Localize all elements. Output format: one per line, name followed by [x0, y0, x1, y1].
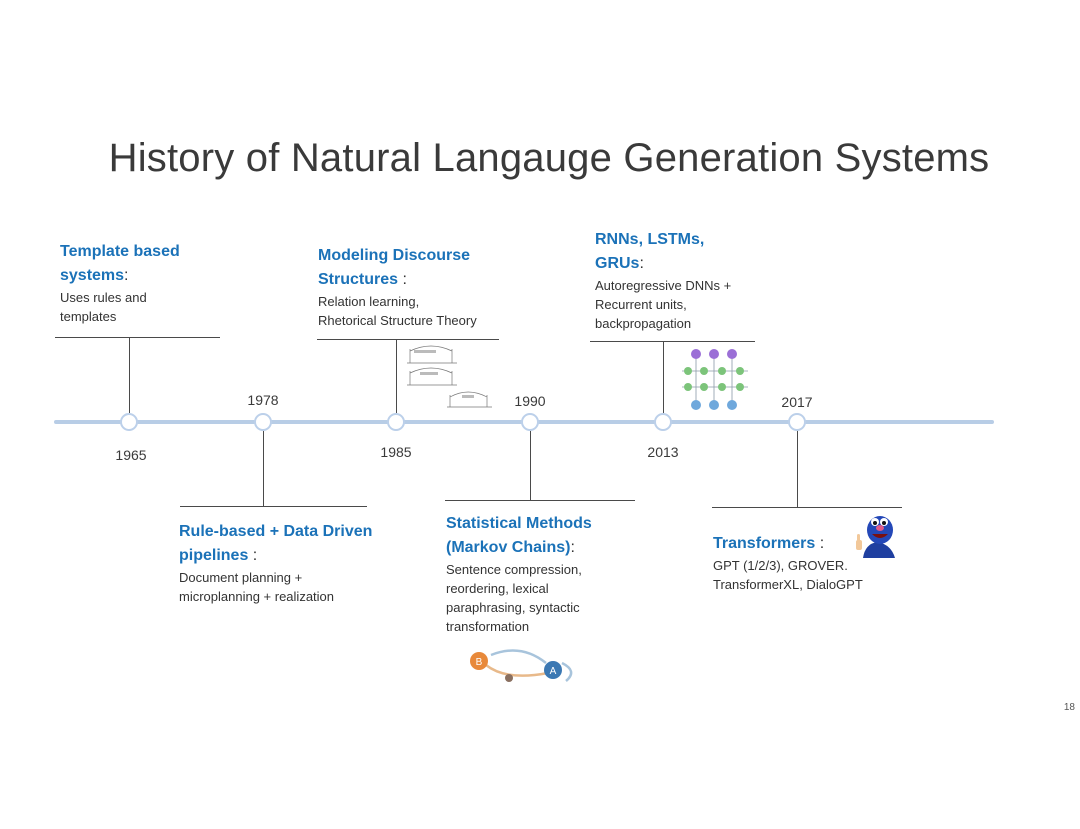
milestone-body-line: Sentence compression, [446, 562, 582, 577]
timeline-node-1978 [254, 413, 272, 431]
year-label-1965: 1965 [115, 447, 147, 463]
year-label-2017: 2017 [781, 394, 813, 410]
milestone-template-based: Template based systems: Uses rules and t… [60, 240, 230, 326]
year-label-1985: 1985 [380, 444, 412, 460]
connector-bar-1965 [55, 337, 220, 338]
page-number: 18 [1063, 702, 1075, 713]
milestone-heading-text: Statistical Methods (Markov Chains) [446, 515, 592, 556]
milestone-body-line: TransformerXL, DialoGPT [713, 577, 863, 592]
milestone-body-line: GPT (1/2/3), GROVER. [713, 558, 848, 573]
milestone-statistical-methods: Statistical Methods (Markov Chains): Sen… [446, 512, 631, 636]
milestone-heading-text: Transformers [713, 535, 816, 552]
milestone-colon: : [248, 547, 258, 564]
slide-title: History of Natural Langauge Generation S… [108, 136, 990, 180]
milestone-heading: Statistical Methods (Markov Chains): [446, 512, 631, 560]
milestone-discourse-structures: Modeling Discourse Structures : Relation… [318, 244, 498, 330]
milestone-body-line: templates [60, 309, 117, 324]
milestone-body-line: microplanning + realization [179, 589, 335, 604]
connector-stem-1965 [129, 337, 130, 413]
milestone-body-line: Recurrent units, [595, 297, 687, 312]
milestone-body-line: Autoregressive DNNs + [595, 278, 732, 293]
milestone-heading: Transformers : [713, 532, 893, 556]
milestone-colon: : [124, 267, 129, 284]
connector-stem-1978 [263, 431, 264, 506]
connector-stem-1990 [530, 431, 531, 500]
connector-stem-1985 [396, 339, 397, 413]
year-label-2013: 2013 [647, 444, 679, 460]
connector-bar-2013 [590, 341, 755, 342]
rnn-network-thumbnail [682, 349, 748, 410]
milestone-heading-text: Modeling Discourse Structures [318, 247, 471, 288]
milestone-heading: Rule-based + Data Driven pipelines : [179, 520, 379, 568]
milestone-transformers: Transformers : GPT (1/2/3), GROVER. Tran… [713, 532, 893, 594]
connector-stem-2017 [797, 431, 798, 507]
connector-bar-2017 [712, 507, 902, 508]
timeline-node-2017 [788, 413, 806, 431]
markov-chain-diagram: B A [470, 649, 573, 682]
milestone-heading: Template based systems: [60, 240, 230, 288]
year-label-1978: 1978 [247, 392, 279, 408]
connector-bar-1985 [317, 339, 499, 340]
timeline-node-2013 [654, 413, 672, 431]
milestone-body-line: paraphrasing, syntactic [446, 600, 580, 615]
milestone-colon: : [639, 255, 644, 272]
connector-bar-1990 [445, 500, 635, 501]
milestone-heading-text: Rule-based + Data Driven pipelines [179, 523, 373, 564]
milestone-body-line: Relation learning, [318, 294, 420, 309]
timeline-node-1985 [387, 413, 405, 431]
milestone-body-line: Document planning + [179, 570, 303, 585]
connector-stem-2013 [663, 341, 664, 413]
markov-state-b-label: B [476, 657, 483, 668]
milestone-colon: : [398, 271, 407, 288]
year-label-1990: 1990 [514, 393, 546, 409]
timeline-node-1965 [120, 413, 138, 431]
milestone-heading-text: RNNs, LSTMs, GRUs [595, 231, 705, 272]
discourse-structure-thumbnail [407, 345, 492, 408]
milestone-body-line: reordering, lexical [446, 581, 549, 596]
milestone-rule-based: Rule-based + Data Driven pipelines : Doc… [179, 520, 379, 606]
milestone-body-line: Rhetorical Structure Theory [318, 313, 477, 328]
timeline-node-1990 [521, 413, 539, 431]
markov-state-a-label: A [550, 666, 557, 677]
milestone-heading: Modeling Discourse Structures : [318, 244, 498, 292]
milestone-body-line: Uses rules and [60, 290, 147, 305]
milestone-body-line: transformation [446, 619, 530, 634]
milestone-colon: : [570, 539, 575, 556]
milestone-rnns: RNNs, LSTMs, GRUs: Autoregressive DNNs +… [595, 228, 755, 333]
milestone-heading-text: Template based systems [60, 243, 180, 284]
milestone-heading: RNNs, LSTMs, GRUs: [595, 228, 755, 276]
grover-mascot-image [856, 516, 895, 558]
milestone-colon: : [815, 535, 825, 552]
connector-bar-1978 [180, 506, 367, 507]
milestone-body-line: backpropagation [595, 316, 692, 331]
